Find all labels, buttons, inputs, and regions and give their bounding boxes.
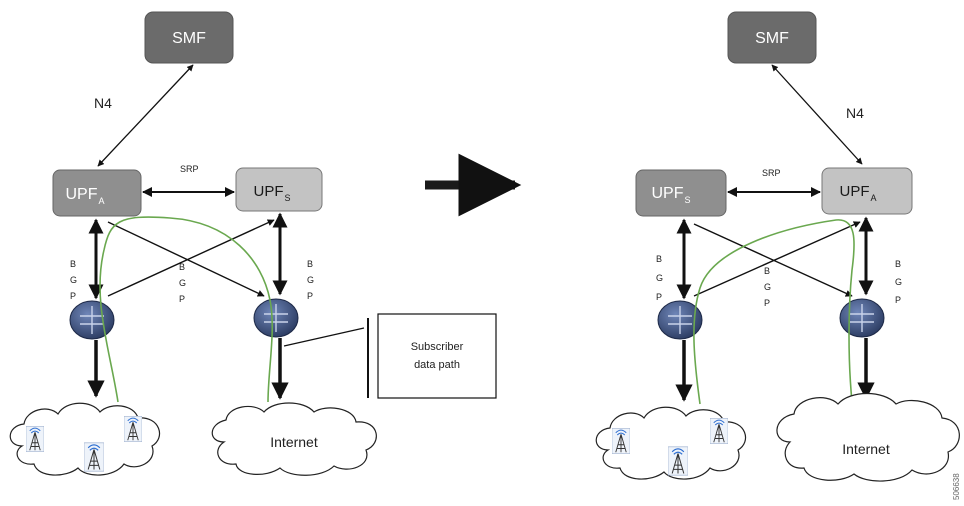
smf-box[interactable]: SMF (727, 11, 817, 64)
n4-label: N4 (846, 105, 864, 121)
internet-cloud: Internet (211, 402, 377, 476)
router-icon (657, 300, 703, 340)
n4-link (771, 64, 863, 165)
router-icon (253, 298, 299, 338)
bgp-link-a-to-router2 (107, 221, 265, 297)
svg-text:G: G (656, 273, 663, 283)
upf-active-label: UPFA (839, 183, 876, 203)
cell-tower-icon (26, 426, 44, 452)
cell-tower-icon (84, 442, 104, 472)
upf-active-box[interactable]: UPFA (52, 169, 142, 217)
bgp-letters-right: B G P (895, 259, 902, 305)
internet-cloud: Internet (776, 393, 960, 482)
svg-text:P: P (70, 291, 76, 301)
svg-text:Subscriber: Subscriber (411, 341, 464, 353)
subscriber-data-path-callout: Subscriber data path (377, 313, 497, 399)
bgp-letters-right: B G P (307, 259, 314, 301)
svg-text:P: P (179, 294, 185, 304)
subscriber-data-path (99, 216, 274, 403)
internet-label: Internet (842, 441, 890, 457)
svg-text:B: B (656, 254, 662, 264)
cell-tower-icon (124, 416, 142, 442)
smf-label: SMF (172, 30, 206, 47)
svg-text:G: G (70, 275, 77, 285)
upf-standby-box[interactable]: UPFS (635, 169, 727, 217)
svg-text:P: P (895, 295, 901, 305)
srp-label: SRP (180, 164, 199, 174)
svg-text:B: B (764, 266, 770, 276)
n4-link (97, 64, 194, 167)
upf-standby-label: UPFS (253, 183, 290, 203)
cell-tower-icon (710, 418, 728, 444)
n4-label: N4 (94, 95, 112, 111)
router-icon (839, 298, 885, 338)
bgp-letters-left: B G P (70, 259, 77, 301)
svg-text:G: G (895, 277, 902, 287)
bgp-link-router1-to-s (107, 219, 275, 297)
bgp-letters-middle: B G P (179, 262, 186, 304)
svg-text:P: P (764, 298, 770, 308)
cell-tower-icon (612, 428, 630, 454)
smf-label: SMF (755, 30, 789, 47)
access-network-cloud (595, 406, 747, 480)
srp-label: SRP (762, 168, 781, 178)
figure-id: 506638 (952, 473, 961, 500)
bgp-link-s-to-router2 (693, 223, 853, 297)
bgp-letters-left: B G P (656, 254, 663, 302)
bgp-letters-middle: B G P (764, 266, 771, 308)
right-panel: SMF N4 UPFS UPFA SRP B G P B G (595, 11, 960, 482)
upf-active-label: UPFA (65, 186, 104, 206)
svg-text:P: P (656, 292, 662, 302)
svg-text:data path: data path (414, 359, 460, 371)
svg-text:P: P (307, 291, 313, 301)
left-panel: SMF N4 UPFA UPFS SRP B G P B G (9, 11, 497, 476)
router-icon (69, 300, 115, 340)
bgp-link-router1-to-a (693, 221, 861, 297)
svg-text:B: B (895, 259, 901, 269)
access-network-cloud (9, 402, 161, 476)
subscriber-data-path (693, 219, 855, 405)
smf-box[interactable]: SMF (144, 11, 234, 64)
upf-active-box[interactable]: UPFA (821, 167, 913, 215)
upf-standby-label: UPFS (651, 185, 690, 205)
svg-text:G: G (764, 282, 771, 292)
cell-tower-icon (668, 446, 688, 476)
svg-text:G: G (179, 278, 186, 288)
upf-standby-box[interactable]: UPFS (235, 167, 323, 212)
svg-text:G: G (307, 275, 314, 285)
svg-text:B: B (307, 259, 313, 269)
svg-text:B: B (70, 259, 76, 269)
callout-leader (283, 327, 365, 347)
svg-text:B: B (179, 262, 185, 272)
internet-label: Internet (270, 434, 318, 450)
